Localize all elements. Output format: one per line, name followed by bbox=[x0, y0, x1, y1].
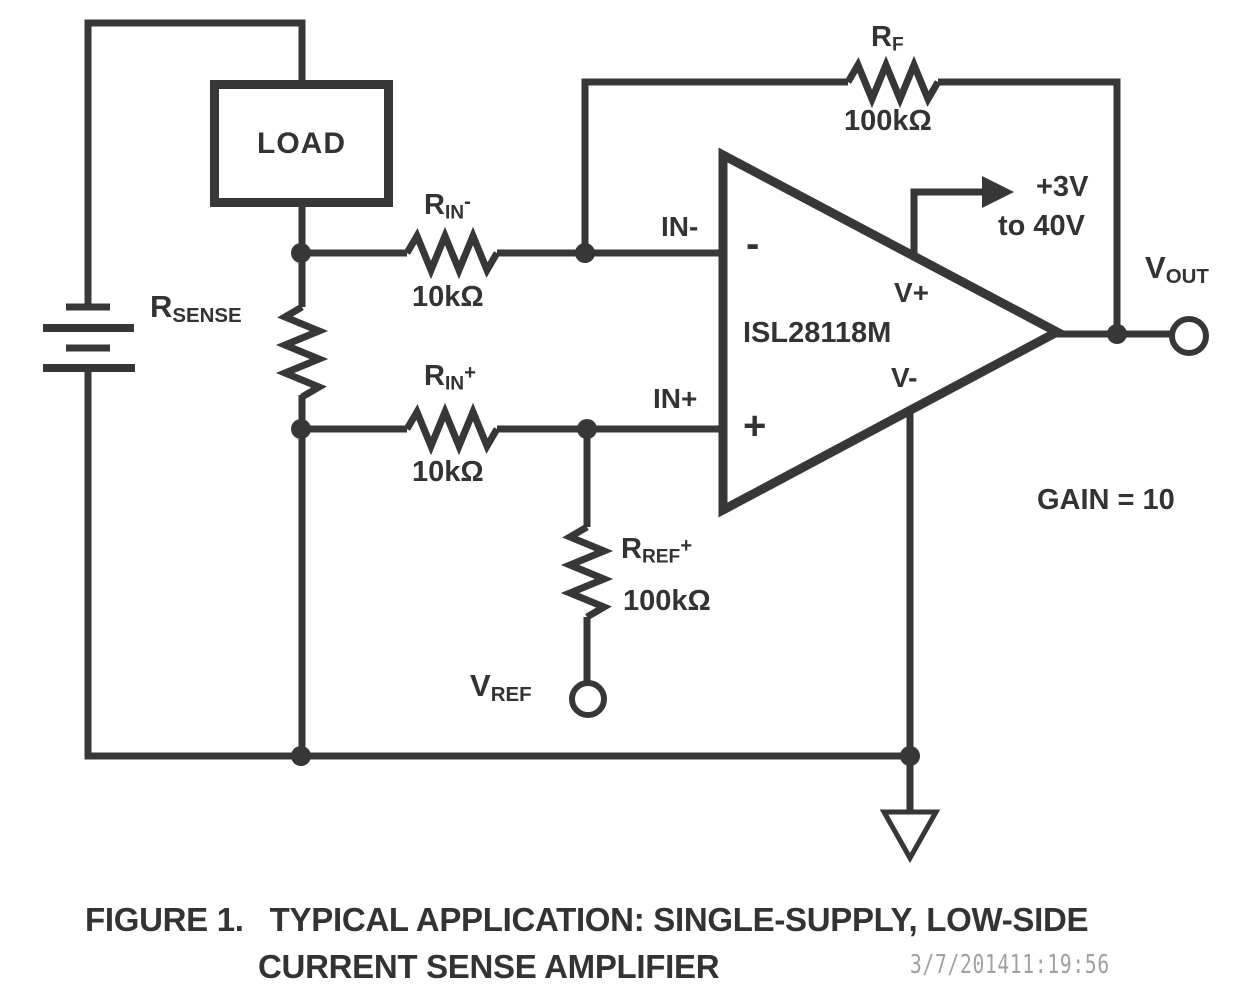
opamp-pin-vplus: V+ bbox=[894, 277, 930, 308]
supply-arrow-icon bbox=[982, 176, 1014, 208]
junction-dot bbox=[575, 243, 595, 263]
opamp-pin-in-plus: IN+ bbox=[653, 383, 698, 414]
opamp-triangle bbox=[718, 147, 1067, 518]
supply-range-line1: +3V bbox=[1036, 171, 1089, 203]
figure-number: FIGURE 1. bbox=[85, 901, 244, 938]
rf-value: 100kΩ bbox=[844, 105, 932, 137]
junction-dot bbox=[291, 746, 311, 766]
wire-vplus-supply bbox=[910, 188, 982, 256]
supply-range-line2: to 40V bbox=[998, 210, 1086, 242]
figure-caption-line2: CURRENT SENSE AMPLIFIER bbox=[258, 948, 720, 985]
junction-dot bbox=[577, 419, 597, 439]
battery-icon bbox=[43, 303, 135, 372]
opamp-minus-sign: - bbox=[746, 222, 760, 266]
wire-battery-top-loop bbox=[84, 19, 306, 304]
resistor-rf bbox=[844, 55, 942, 109]
rref-value: 100kΩ bbox=[623, 585, 711, 617]
wire-feedback-left bbox=[581, 78, 848, 253]
rin-plus-value: 10kΩ bbox=[412, 456, 484, 488]
junction-dots bbox=[291, 243, 1127, 766]
opamp-plus-sign: + bbox=[743, 404, 767, 448]
gain-note: GAIN = 10 bbox=[1037, 484, 1175, 516]
wire-feedback-right bbox=[938, 78, 1121, 334]
timestamp-watermark: 3/7/201411:19:56 bbox=[910, 950, 1110, 980]
rsense-label: RSENSE bbox=[150, 289, 242, 327]
junction-dot bbox=[1107, 324, 1127, 344]
rin-minus-value: 10kΩ bbox=[412, 281, 484, 313]
junction-dot bbox=[291, 243, 311, 263]
vref-terminal bbox=[569, 680, 607, 718]
load-box bbox=[210, 80, 393, 207]
rf-label: RF bbox=[871, 21, 904, 56]
vout-label: VOUT bbox=[1145, 250, 1209, 288]
resistor-rref bbox=[560, 523, 614, 621]
caption-text: TYPICAL APPLICATION: SINGLE-SUPPLY, LOW-… bbox=[269, 901, 1089, 938]
resistor-rsense bbox=[275, 303, 329, 401]
ground-icon bbox=[879, 809, 941, 864]
figure-caption-line1: FIGURE 1. TYPICAL APPLICATION: SINGLE-SUP… bbox=[85, 901, 1089, 939]
vout-terminal bbox=[1169, 316, 1209, 356]
wire-ground-rail bbox=[84, 372, 910, 760]
rin-minus-label: RIN- bbox=[424, 189, 471, 224]
rref-label: RREF+ bbox=[621, 533, 693, 568]
opamp-pin-in-minus: IN- bbox=[661, 211, 699, 242]
opamp-pin-vminus: V- bbox=[891, 362, 918, 393]
vref-label: VREF bbox=[470, 668, 532, 706]
resistor-rin-plus bbox=[403, 402, 501, 456]
opamp-part-number: ISL28118M bbox=[743, 317, 892, 349]
resistor-rin-minus bbox=[403, 226, 501, 280]
rin-plus-label: RIN+ bbox=[424, 360, 476, 395]
load-label: LOAD bbox=[257, 127, 346, 160]
junction-dot bbox=[900, 746, 920, 766]
junction-dot bbox=[291, 419, 311, 439]
